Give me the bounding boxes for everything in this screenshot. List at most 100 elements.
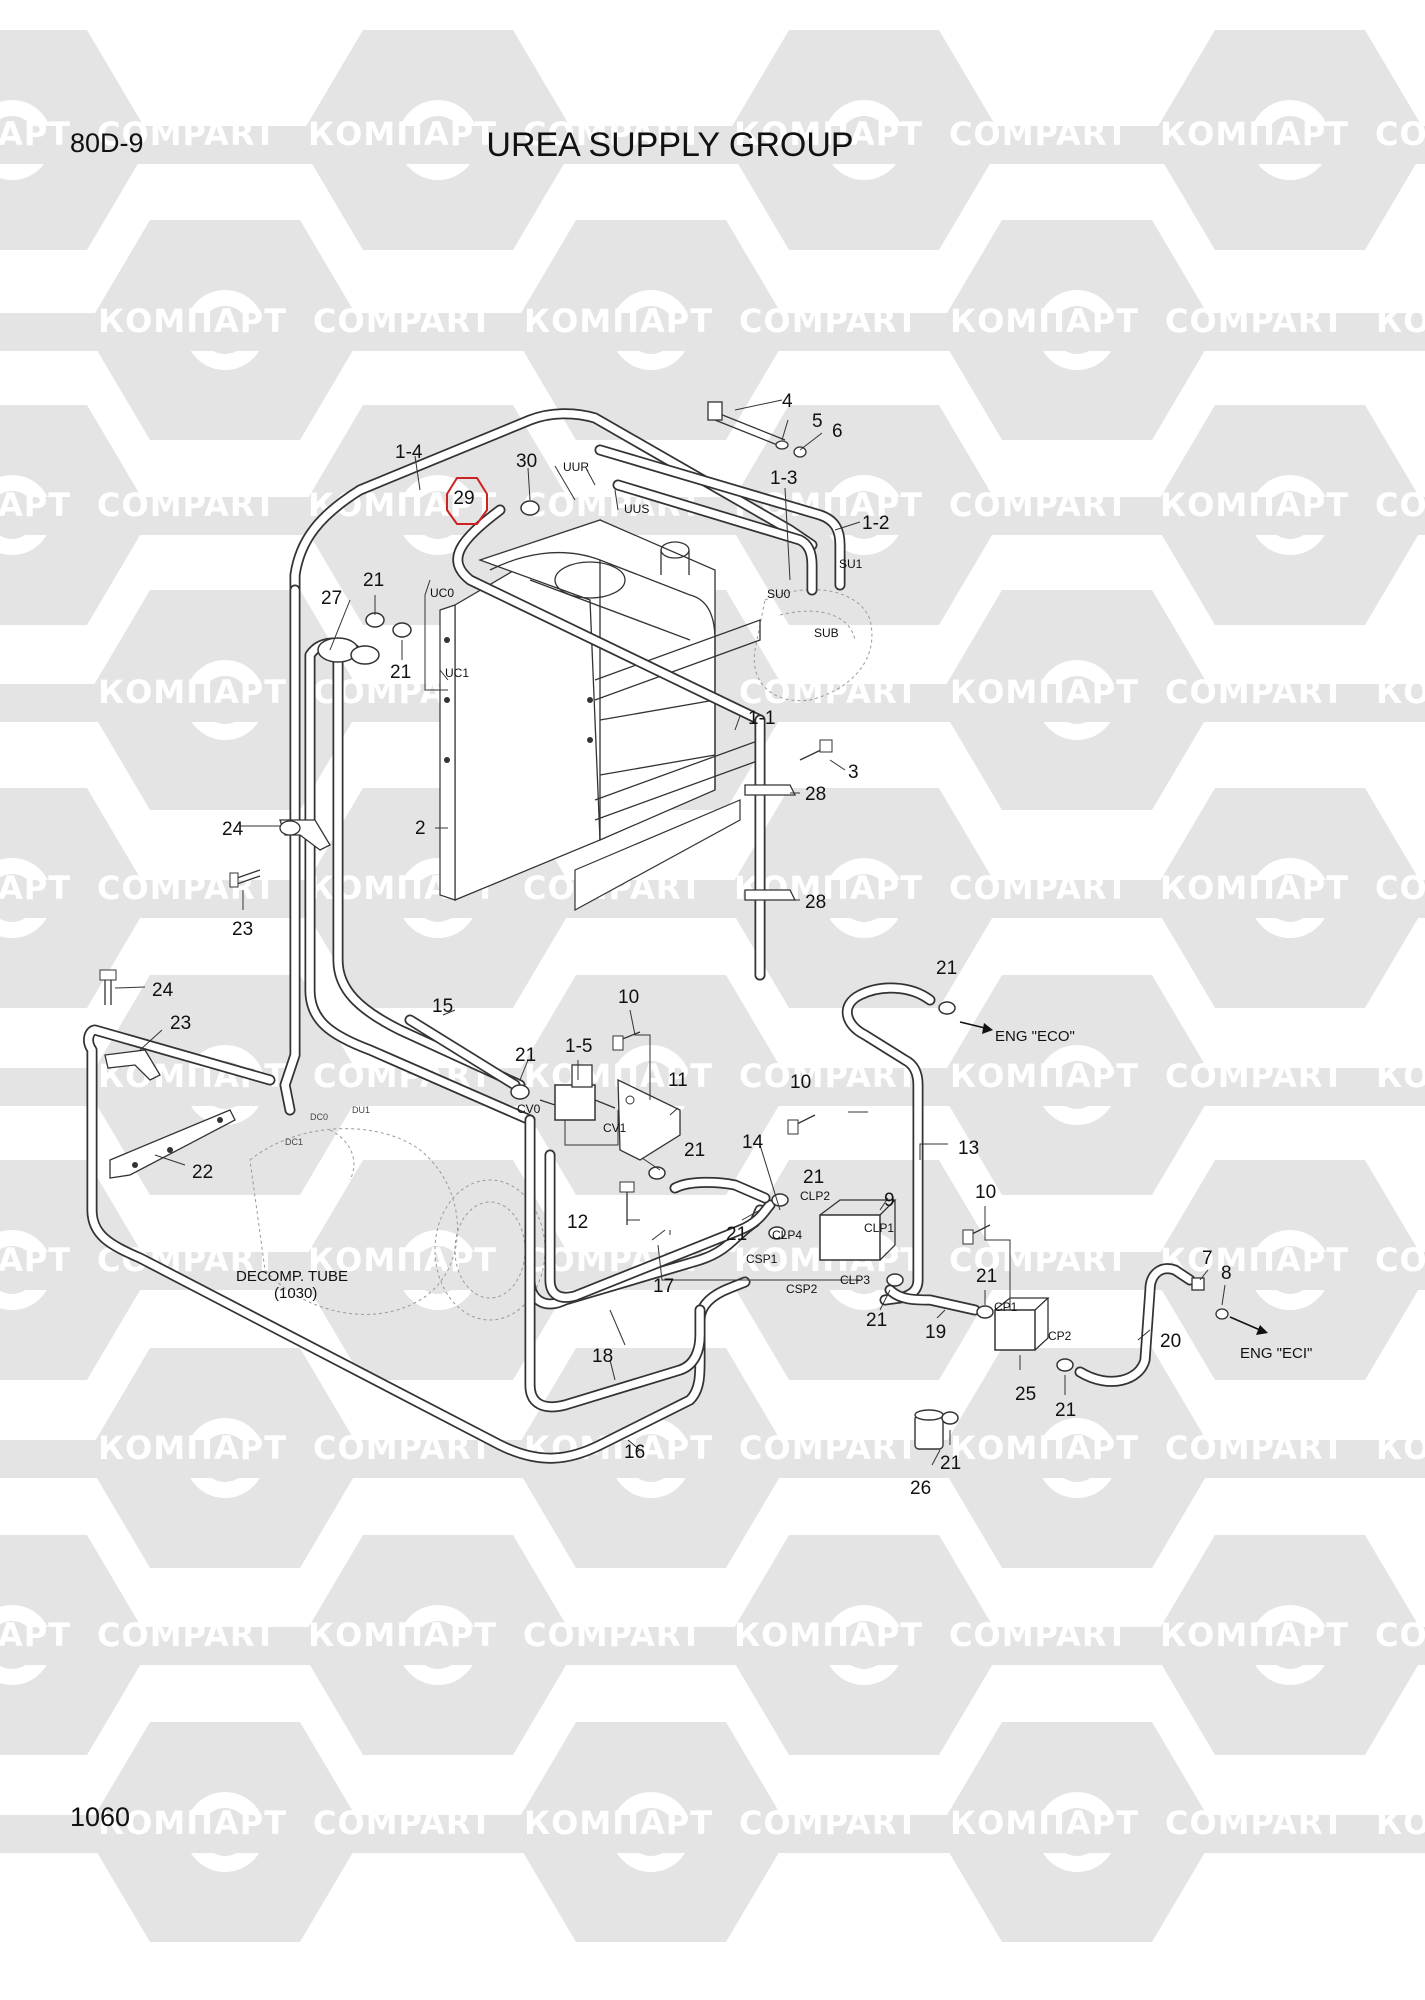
- part-label-19: 19: [925, 1322, 946, 1343]
- watermark-text: КОМПАРТ: [524, 1804, 713, 1842]
- port-label-sub: SUB: [814, 626, 839, 640]
- part-label-6: 6: [832, 421, 843, 442]
- watermark-text: COMPART: [1165, 302, 1345, 340]
- part-label-24-b: 24: [152, 980, 174, 1001]
- clamps-28: [744, 784, 797, 901]
- port-label-su1: SU1: [839, 557, 863, 571]
- urea-tank: [439, 518, 761, 912]
- part-label-21-h: 21: [976, 1266, 997, 1287]
- part-label-22: 22: [192, 1162, 213, 1183]
- watermark-text: КОМПАРТ: [0, 869, 71, 907]
- page-number: 1060: [70, 1802, 131, 1832]
- watermark-text: КОМПАРТ: [0, 1616, 71, 1654]
- part-label-5: 5: [812, 411, 823, 432]
- watermark-texts: КОМПАРТ COMPART КОМПАРТ COMPART КОМПАРТ COMPA…: [0, 115, 1425, 1842]
- callout-eng-eci: ENG "ECI": [1240, 1345, 1312, 1362]
- watermark-text: COMPART: [523, 1616, 703, 1654]
- watermark-text: КОМПАРТ: [734, 115, 923, 153]
- part-label-7: 7: [1202, 1248, 1213, 1269]
- watermark-text: КОМПАРТ: [0, 486, 71, 524]
- page-title: UREA SUPPLY GROUP: [486, 126, 854, 164]
- port-label-su0: SU0: [767, 587, 791, 601]
- watermark-text: COMPART: [313, 1429, 493, 1467]
- part-label-3: 3: [848, 762, 859, 783]
- watermark-text: КОМПАРТ: [1376, 302, 1425, 340]
- part-label-18: 18: [592, 1346, 613, 1367]
- watermark-text: COMPART: [739, 1429, 919, 1467]
- part-label-28-a: 28: [805, 784, 826, 805]
- watermark-text: КОМПАРТ: [1160, 486, 1349, 524]
- part-label-30: 30: [516, 451, 537, 472]
- watermark-text: COMPART: [1165, 1804, 1345, 1842]
- port-label-uur: UUR: [563, 460, 589, 474]
- port-label-clp4: CLP4: [772, 1228, 802, 1242]
- part-label-4: 4: [782, 391, 793, 412]
- watermark-text: КОМПАРТ: [734, 1616, 923, 1654]
- watermark-text: COMPART: [739, 673, 919, 711]
- watermark-text: COMPART: [739, 1804, 919, 1842]
- part-label-8: 8: [1221, 1263, 1232, 1284]
- watermark-text: COMPART: [523, 115, 703, 153]
- port-labels: UUR UUS SU0 SU1 SUB UC0 UC1 CV0 CV1 CLP2…: [285, 460, 1072, 1343]
- bolts-small: [99, 739, 1229, 1320]
- pipe-1-4: [452, 504, 766, 981]
- watermark-text: COMPART: [949, 1241, 1129, 1279]
- part-label-11: 11: [668, 1070, 688, 1091]
- watermark-text: КОМПАРТ: [1376, 1429, 1425, 1467]
- hose-13: [841, 982, 936, 1306]
- pipe-17: [544, 1149, 776, 1303]
- part-label-21-c: 21: [515, 1045, 536, 1066]
- callout-decomp-tube: DECOMP. TUBE: [236, 1268, 348, 1285]
- hose-14: [669, 1176, 771, 1204]
- watermark-text: КОМПАРТ: [308, 1616, 497, 1654]
- cap-26: [914, 1409, 944, 1450]
- watermark-text: COMPART: [949, 115, 1129, 153]
- part-label-21-g: 21: [866, 1310, 887, 1331]
- watermark-text: COMPART: [739, 1057, 919, 1095]
- part-label-21-f: 21: [726, 1224, 747, 1245]
- pipe-top-loop: [289, 408, 818, 596]
- hose-19: [884, 1284, 981, 1316]
- callout-eng-eco: ENG "ECO": [995, 1028, 1075, 1045]
- watermark-text: КОМПАРТ: [1160, 115, 1349, 153]
- clamp-23-upper: [104, 1049, 161, 1081]
- watermark-text: COMPART: [313, 302, 493, 340]
- port-label-clp2: CLP2: [800, 1189, 830, 1203]
- hose-20: [1074, 1263, 1196, 1387]
- bolt-4: [707, 401, 786, 449]
- watermark-text: КОМПАРТ: [1160, 1241, 1349, 1279]
- part-label-1-1: 1-1: [748, 708, 775, 729]
- port-label-uc0: UC0: [430, 586, 454, 600]
- pipes-1-2-1-3: [594, 444, 846, 596]
- part-label-12: 12: [567, 1212, 588, 1233]
- watermark-text: COMPART: [97, 486, 277, 524]
- part-label-29: 29: [453, 488, 474, 509]
- manifold-9: [819, 1199, 897, 1261]
- watermark-text: COMPART: [1165, 1057, 1345, 1095]
- part-label-10-b: 10: [790, 1072, 811, 1093]
- part-label-27: 27: [321, 588, 342, 609]
- port-label-cp2: CP2: [1048, 1329, 1072, 1343]
- port-label-du1: DU1: [352, 1105, 370, 1115]
- port-label-cp1: CP1: [994, 1300, 1018, 1314]
- watermark-text: COMPART: [1375, 1241, 1425, 1279]
- part-label-17: 17: [653, 1276, 674, 1297]
- hose-15: [404, 1014, 521, 1091]
- watermark-text: КОМПАРТ: [1160, 1616, 1349, 1654]
- part-label-13: 13: [958, 1138, 979, 1159]
- bracket-11: [617, 1078, 681, 1161]
- watermark-text: КОМПАРТ: [950, 1804, 1139, 1842]
- watermark-text: COMPART: [1375, 869, 1425, 907]
- watermark-text: COMPART: [97, 115, 277, 153]
- washers-5-6: [775, 440, 807, 458]
- clamp-24: [279, 819, 331, 851]
- part-label-28-b: 28: [805, 892, 826, 913]
- part-label-15: 15: [432, 996, 453, 1017]
- part-label-24-a: 24: [222, 819, 244, 840]
- highlight-hexagon: [446, 477, 488, 525]
- watermark-text: КОМПАРТ: [1376, 1057, 1425, 1095]
- watermark-text: КОМПАРТ: [98, 302, 287, 340]
- watermark-text: COMPART: [739, 302, 919, 340]
- watermark-text: КОМПАРТ: [98, 1429, 287, 1467]
